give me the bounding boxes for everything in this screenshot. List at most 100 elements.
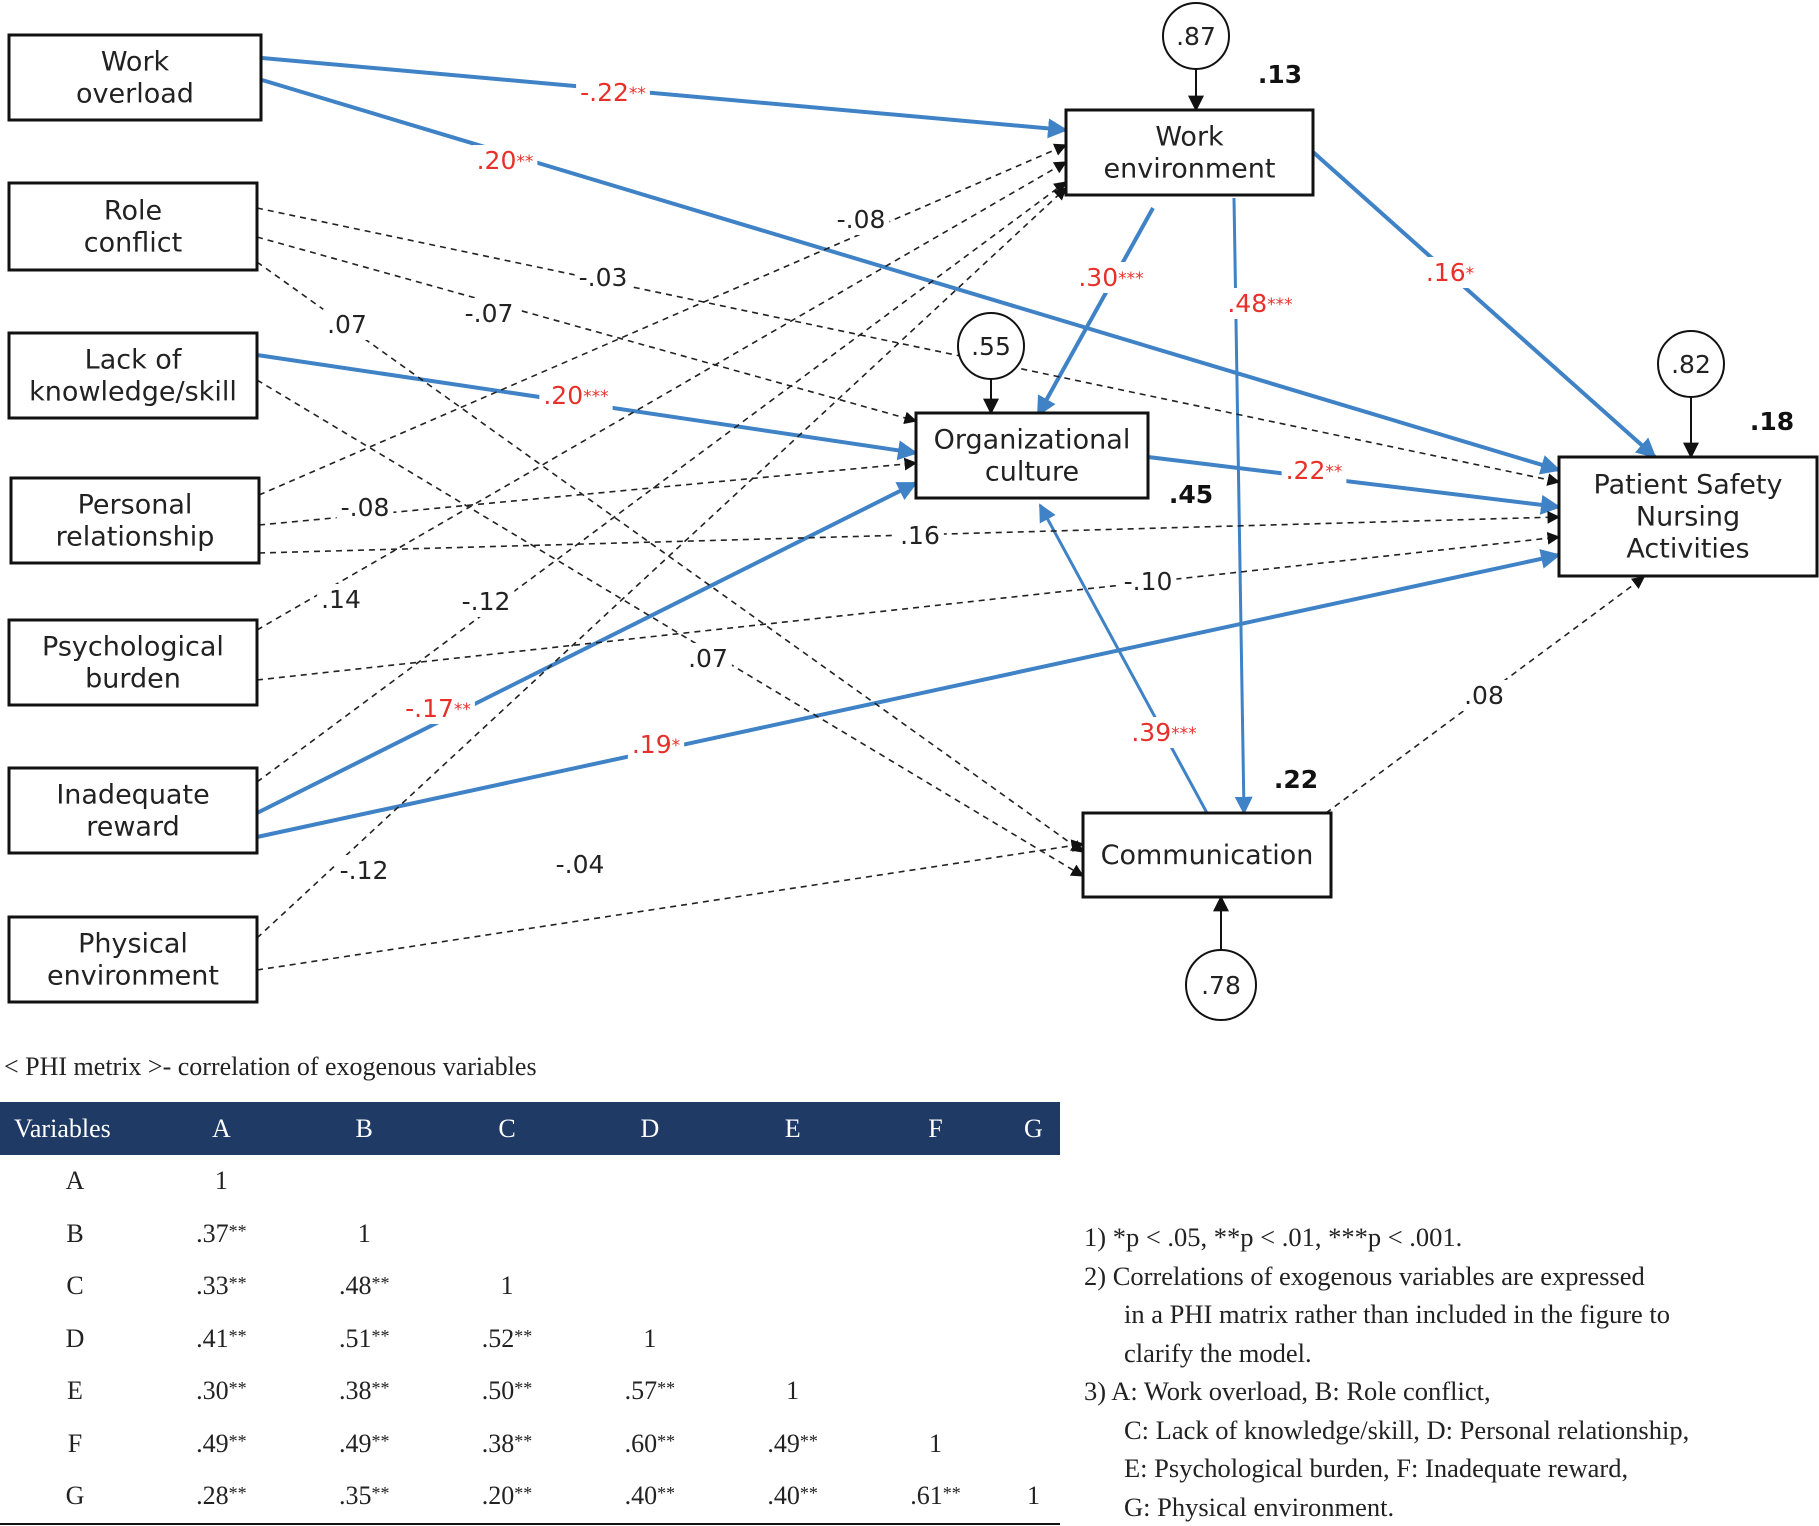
- significance-stars: **: [229, 1326, 247, 1346]
- correlation-value: .20: [482, 1481, 515, 1510]
- significance-stars: **: [371, 1483, 389, 1503]
- table-cell: 1: [578, 1313, 721, 1366]
- note-significance: 1) *p < .05, **p < .01, ***p < .001.: [1084, 1218, 1814, 1257]
- path-psychological-burden-to-work-environment: [257, 162, 1066, 630]
- r-squared-value: .22: [1274, 765, 1318, 794]
- variable-label-line: Organizational: [934, 425, 1131, 456]
- correlation-value: .33: [196, 1271, 229, 1300]
- error-term-value: .55: [971, 332, 1011, 361]
- phi-caption: < PHI metrix >- correlation of exogenous…: [4, 1052, 537, 1082]
- correlation-value: .30: [196, 1376, 229, 1405]
- table-cell: .28**: [150, 1470, 293, 1524]
- table-cell: 1: [1007, 1470, 1060, 1524]
- variable-label-line: Lack of: [85, 345, 183, 376]
- note-legend-line-1: 3) A: Work overload, B: Role conflict,: [1084, 1372, 1814, 1411]
- correlation-value: .51: [339, 1324, 372, 1353]
- path-communication-to-organizational-culture: [1040, 505, 1207, 813]
- table-cell: .49**: [150, 1418, 293, 1471]
- table-cell: .30**: [150, 1365, 293, 1418]
- table-cell: [864, 1313, 1007, 1366]
- row-label: E: [0, 1365, 150, 1418]
- correlation-value: .49: [767, 1429, 800, 1458]
- significance-stars: **: [800, 1431, 818, 1451]
- significance-stars: **: [229, 1431, 247, 1451]
- path-work-environment-to-organizational-culture: [1038, 208, 1153, 415]
- path-coefficient: -.12: [340, 856, 389, 885]
- column-header-variables: Variables: [0, 1102, 150, 1155]
- table-row: G.28**.35**.20**.40**.40**.61**1: [0, 1470, 1060, 1524]
- table-cell: [578, 1260, 721, 1313]
- significance-stars: **: [657, 1378, 675, 1398]
- path-physical-environment-to-work-environment: [257, 188, 1066, 938]
- correlation-value: 1: [501, 1271, 514, 1300]
- row-label: D: [0, 1313, 150, 1366]
- path-coefficient: .07: [688, 644, 728, 673]
- correlation-value: 1: [358, 1219, 371, 1248]
- variable-label-line: Work: [1155, 122, 1224, 153]
- coefficient-value: -.03: [579, 263, 628, 292]
- correlation-value: .49: [196, 1429, 229, 1458]
- significance-stars: ***: [1171, 724, 1197, 744]
- table-cell: [578, 1155, 721, 1208]
- table-cell: 1: [436, 1260, 579, 1313]
- variable-label-line: Communication: [1101, 840, 1314, 871]
- coefficient-value: -.08: [341, 493, 390, 522]
- path-coefficient: -.10: [1124, 567, 1173, 596]
- path-coefficient: -.08: [341, 493, 390, 522]
- table-cell: .35**: [293, 1470, 436, 1524]
- table-cell: .40**: [721, 1470, 864, 1524]
- table-cell: .57**: [578, 1365, 721, 1418]
- significance-stars: **: [657, 1483, 675, 1503]
- table-cell: 1: [721, 1365, 864, 1418]
- significance-stars: **: [514, 1326, 532, 1346]
- table-cell: .51**: [293, 1313, 436, 1366]
- correlation-value: .50: [482, 1376, 515, 1405]
- table-cell: 1: [293, 1208, 436, 1261]
- table-row: E.30**.38**.50**.57**1: [0, 1365, 1060, 1418]
- table-cell: .49**: [293, 1418, 436, 1471]
- note-phi-line-1: 2) Correlations of exogenous variables a…: [1084, 1257, 1814, 1296]
- correlation-value: .38: [339, 1376, 372, 1405]
- table-cell: [1007, 1260, 1060, 1313]
- column-header-c: C: [436, 1102, 579, 1155]
- column-header-e: E: [721, 1102, 864, 1155]
- significance-stars: **: [514, 1431, 532, 1451]
- coefficient-value: .07: [327, 310, 367, 339]
- significance-stars: **: [1325, 462, 1342, 482]
- table-cell: .38**: [436, 1418, 579, 1471]
- table-cell: .61**: [864, 1470, 1007, 1524]
- table-cell: [721, 1260, 864, 1313]
- coefficient-value: -.12: [462, 587, 511, 616]
- significance-stars: **: [943, 1483, 961, 1503]
- row-label: A: [0, 1155, 150, 1208]
- significance-stars: **: [229, 1221, 247, 1241]
- table-cell: .50**: [436, 1365, 579, 1418]
- correlation-value: .38: [482, 1429, 515, 1458]
- table-cell: .37**: [150, 1208, 293, 1261]
- significance-stars: **: [229, 1378, 247, 1398]
- path-inadequate-reward-to-organizational-culture: [257, 483, 916, 813]
- path-coefficient: .16: [900, 521, 940, 550]
- table-row: D.41**.51**.52**1: [0, 1313, 1060, 1366]
- correlation-value: .61: [910, 1481, 943, 1510]
- table-row: B.37**1: [0, 1208, 1060, 1261]
- path-diagram: -.22**.20**.20***-.17**.19*.30***.48***.…: [0, 0, 1819, 1040]
- variable-label-line: burden: [85, 664, 181, 695]
- correlation-value: .35: [339, 1481, 372, 1510]
- path-work-overload-to-patient-safety: [262, 80, 1559, 470]
- variable-label-line: Work: [101, 47, 170, 78]
- correlation-value: .60: [625, 1429, 658, 1458]
- variable-label-line: overload: [76, 79, 194, 110]
- table-cell: [1007, 1313, 1060, 1366]
- correlation-value: .49: [339, 1429, 372, 1458]
- table-cell: .48**: [293, 1260, 436, 1313]
- path-coefficient: -.12: [462, 587, 511, 616]
- coefficient-value: -.12: [340, 856, 389, 885]
- path-coefficient: .08: [1464, 681, 1504, 710]
- variable-label-line: Nursing: [1636, 502, 1740, 533]
